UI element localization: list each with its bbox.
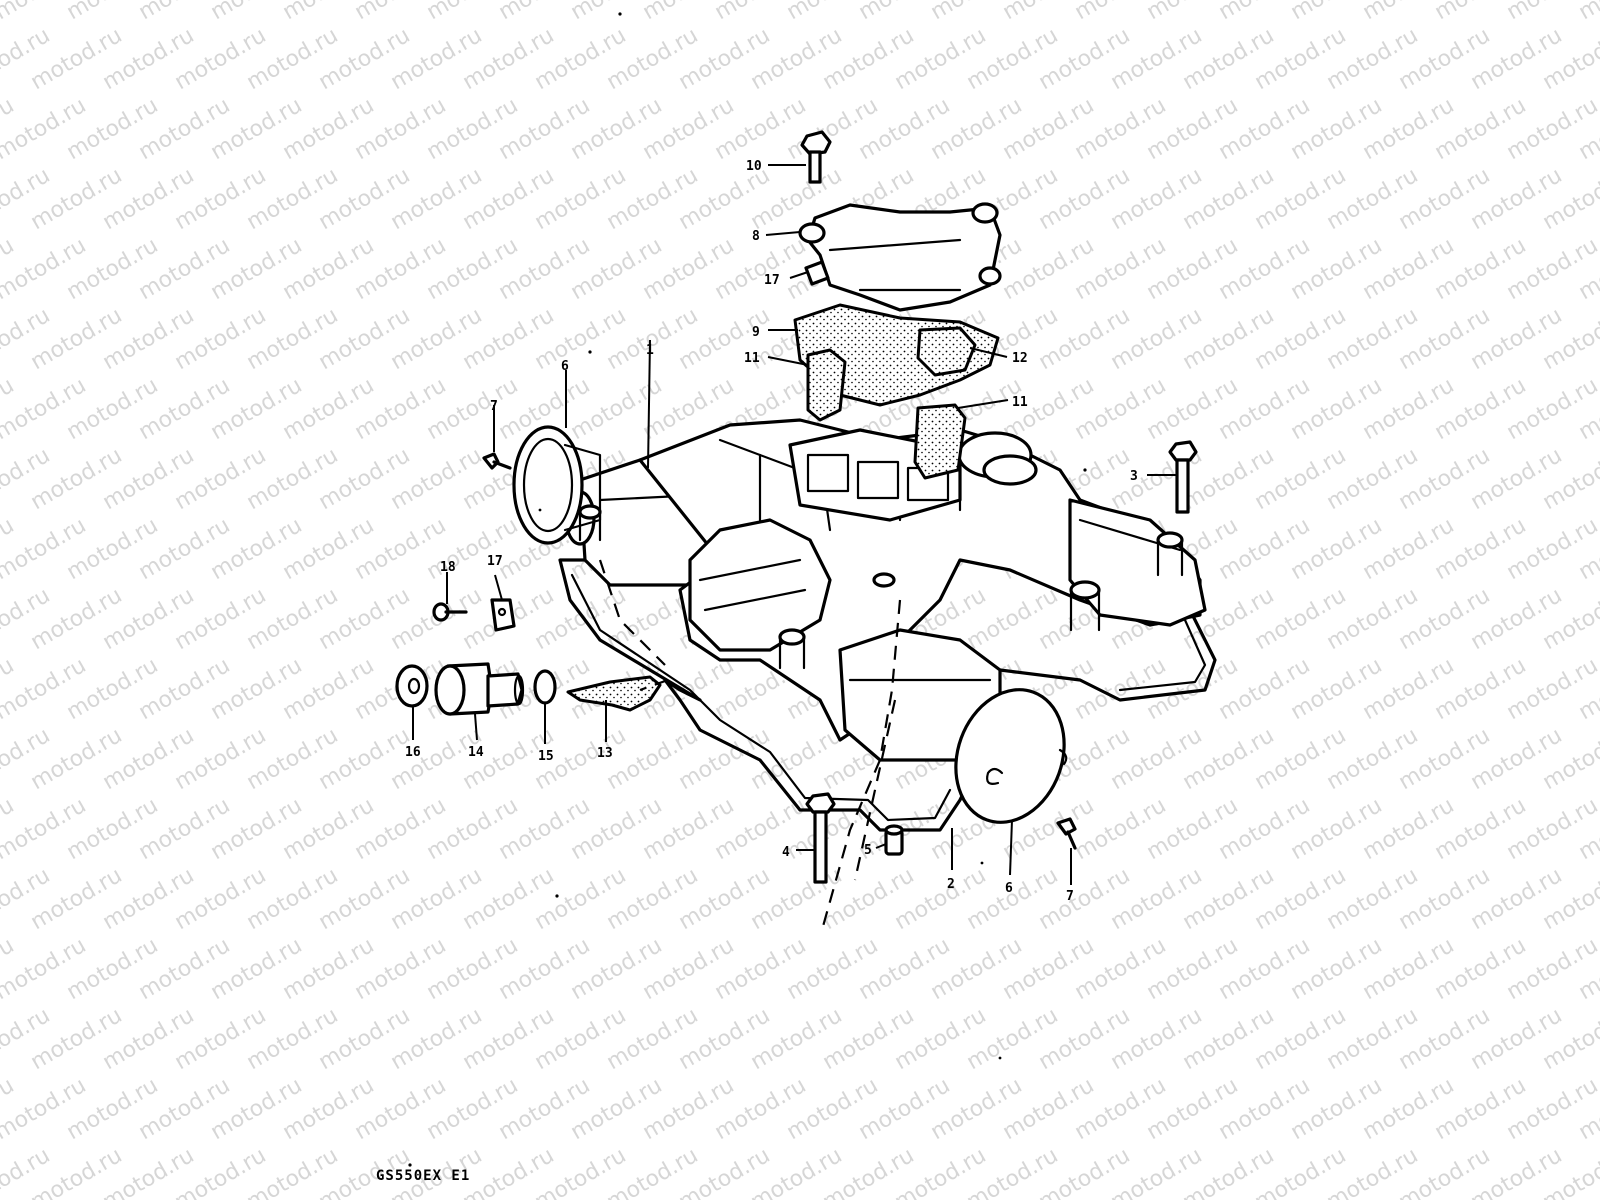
callouts: 10 8 17 9 11 12 11 1 6 7 3 18 17 16 14 1…	[405, 159, 1138, 904]
callout-9: 9	[752, 325, 760, 340]
dowel-5	[884, 824, 904, 856]
screw-18	[432, 602, 468, 622]
callout-15: 15	[538, 749, 554, 764]
scan-specks	[408, 12, 1087, 1167]
clamp-17	[490, 598, 516, 632]
callout-12: 12	[1012, 351, 1028, 366]
callout-1: 1	[646, 343, 654, 358]
callout-16: 16	[405, 745, 421, 760]
assembly-guides	[598, 559, 902, 931]
right-side-cover	[954, 688, 1068, 824]
screw-7-left	[482, 452, 512, 470]
callout-5: 5	[864, 843, 872, 858]
bolt-3	[1168, 440, 1198, 514]
callout-3: 3	[1130, 469, 1138, 484]
screw-7-right	[1056, 817, 1077, 850]
callout-17-clamp: 17	[487, 554, 503, 569]
callout-14: 14	[468, 745, 484, 760]
filter-block-right	[913, 403, 967, 480]
filter-element	[916, 326, 977, 377]
callout-7-left: 7	[490, 399, 498, 414]
filter-block-left	[806, 348, 847, 422]
shaft-13	[566, 675, 662, 712]
bolt-4	[805, 792, 836, 884]
callout-13: 13	[597, 746, 613, 761]
callout-4: 4	[782, 845, 790, 860]
callout-11-left: 11	[744, 351, 760, 366]
watermark-text: motod.ru	[1575, 0, 1600, 25]
callout-18: 18	[440, 560, 456, 575]
leader-lines	[412, 164, 1177, 885]
callout-10: 10	[746, 159, 762, 174]
model-code: GS550EX E1	[376, 1168, 470, 1184]
o-ring-15	[533, 669, 557, 705]
callout-8: 8	[752, 229, 760, 244]
breather-cover	[806, 203, 1002, 312]
sleeve-14	[434, 662, 525, 716]
oil-seal-16	[395, 664, 429, 708]
left-side-cover	[512, 425, 602, 545]
crankcase-body	[512, 418, 1207, 824]
callout-7-right: 7	[1066, 889, 1074, 904]
callout-6-left: 6	[561, 359, 569, 374]
callout-2: 2	[947, 877, 955, 892]
bolt-10	[800, 130, 832, 184]
callout-17-cover: 17	[764, 273, 780, 288]
callout-6-right: 6	[1005, 881, 1013, 896]
callout-11-right: 11	[1012, 395, 1028, 410]
